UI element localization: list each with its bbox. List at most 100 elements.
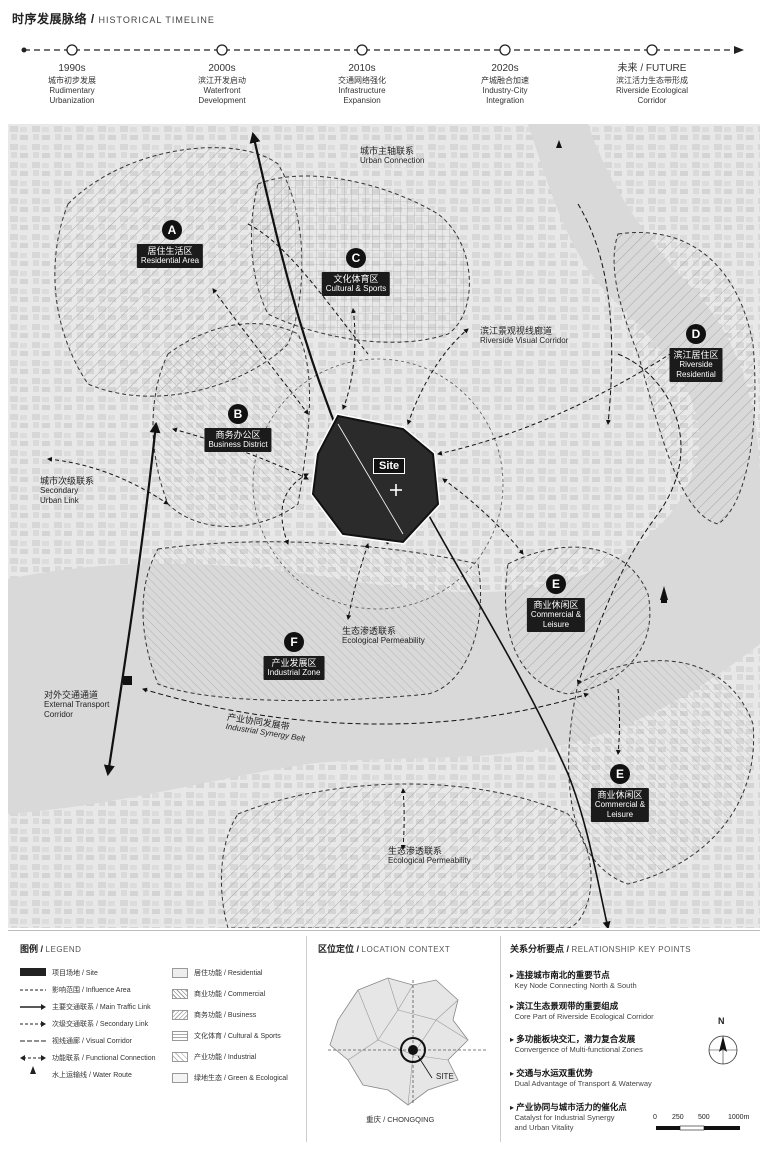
keypoint-en: Dual Advantage of Transport & Waterway <box>514 1079 652 1088</box>
keypoint-en: Core Part of Riverside Ecological Corrid… <box>514 1012 654 1021</box>
legend-panel: 图例 / LEGEND 项目场地 / Site 影响范围 / Influence… <box>20 942 300 1142</box>
annotation-en: Ecological Permeability <box>388 856 471 865</box>
scale-tick-label: 250 <box>672 1114 684 1121</box>
keypoints-title-en: RELATIONSHIP KEY POINTS <box>571 945 692 954</box>
keypoints-title: 关系分析要点 / RELATIONSHIP KEY POINTS <box>510 944 692 954</box>
north-label: N <box>718 1016 725 1026</box>
keypoint-cn: 连接城市南北的重要节点 <box>516 970 610 980</box>
keypoints-panel: 关系分析要点 / RELATIONSHIP KEY POINTS ▸ 连接城市南… <box>510 942 760 1142</box>
zone-e2-marker: E <box>610 764 630 784</box>
keypoint-3: ▸ 多功能板块交汇，潜力复合发展 Convergence of Multi-fu… <box>510 1034 643 1054</box>
keypoint-4: ▸ 交通与水运双重优势 Dual Advantage of Transport … <box>510 1068 652 1088</box>
timeline-en: Corridor <box>637 96 667 105</box>
timeline-year: 2020s <box>491 63 519 74</box>
annotation-en: Secondary <box>40 486 79 495</box>
legend-business: 商务功能 / Business <box>172 1010 256 1021</box>
boat-icon <box>660 586 668 603</box>
keypoint-en: Convergence of Multi-functional Zones <box>514 1045 643 1054</box>
keypoint-2: ▸ 滨江生态景观带的重要组成 Core Part of Riverside Ec… <box>510 1001 654 1021</box>
legend-area-label: 商业功能 / Commercial <box>194 991 266 998</box>
secondary-link <box>47 456 169 505</box>
external-transport-node <box>123 676 132 685</box>
boat-icon <box>30 1066 36 1074</box>
eco-permeability-label-1: 生态渗透联系 Ecological Permeability <box>342 626 425 646</box>
zone-d-en: Riverside <box>679 360 713 369</box>
legend-area-label: 绿地生态 / Green & Ecological <box>194 1075 288 1082</box>
site-location-icon <box>408 1045 418 1055</box>
annotation-cn: 城市次级联系 <box>40 476 95 486</box>
legend-functional: 功能联系 / Functional Connection <box>52 1055 156 1062</box>
timeline-item-1990s: 1990s 城市初步发展 Rudimentary Urbanization <box>12 64 132 106</box>
urban-connection-link <box>247 223 369 355</box>
timeline-year: 2010s <box>348 63 376 74</box>
legend-cultural: 文化体育 / Cultural & Sports <box>172 1031 281 1042</box>
location-title: 区位定位 / LOCATION CONTEXT <box>318 944 451 954</box>
zone-e1-en: Leisure <box>542 620 570 629</box>
external-transport-label: 对外交通通道 External Transport Corridor <box>44 690 109 720</box>
timeline-title: 时序发展脉络 / HISTORICAL TIMELINE <box>12 12 215 26</box>
north-water-route <box>577 203 613 425</box>
zone-b-marker: B <box>228 404 248 424</box>
legend-area-label: 文化体育 / Cultural & Sports <box>194 1033 281 1040</box>
timeline-cn: 交通网络强化 <box>338 76 386 85</box>
link-c-site <box>342 308 357 410</box>
annotation-cn: 生态渗透联系 <box>388 846 443 856</box>
zone-c-en: Cultural & Sports <box>325 284 387 293</box>
keypoint-en: Catalyst for Industrial Synergy <box>514 1113 615 1122</box>
timeline-item-2020s: 2020s 产城融合加速 Industry-City Integration <box>445 64 565 106</box>
zone-d-label: 滨江居住区 Riverside Residential <box>669 348 723 382</box>
zone-b-en: Business District <box>208 440 268 449</box>
annotation-cn: 生态渗透联系 <box>342 626 397 636</box>
keypoint-cn: 产业协同与城市活力的催化点 <box>516 1102 627 1112</box>
urban-connection-label: 城市主轴联系 Urban Connection <box>360 146 424 166</box>
zone-d-en: Residential <box>676 370 716 379</box>
zone-a-marker: A <box>162 220 182 240</box>
zone-e1-en: Commercial & <box>530 610 582 619</box>
keypoint-en: and Urban Vitality <box>514 1123 574 1132</box>
timeline-cn: 城市初步发展 <box>48 76 96 85</box>
zone-e2-cn: 商业休闲区 <box>597 790 643 800</box>
divider <box>8 930 760 931</box>
north-arrow-icon <box>708 1035 738 1065</box>
timeline-title-en: HISTORICAL TIMELINE <box>98 15 215 25</box>
timeline-item-2000s: 2000s 滨江开发启动 Waterfront Development <box>162 64 282 106</box>
zone-b-label: 商务办公区 Business District <box>204 428 272 452</box>
keypoint-5: ▸ 产业协同与城市活力的催化点 Catalyst for Industrial … <box>510 1102 627 1132</box>
zone-c-marker: C <box>346 248 366 268</box>
timeline-en: Waterfront <box>203 86 241 95</box>
zone-a-label: 居住生活区 Residential Area <box>136 244 204 268</box>
zone-a-cn: 居住生活区 <box>147 246 193 256</box>
timeline-year: 未来 / FUTURE <box>617 63 687 74</box>
legend-water-route: 水上运输线 / Water Route <box>52 1072 132 1079</box>
timeline-cn: 产城融合加速 <box>481 76 529 85</box>
annotation-en: Corridor <box>44 710 73 719</box>
scale-tick-label: 0 <box>653 1114 657 1121</box>
zone-c-cn: 文化体育区 <box>333 274 379 284</box>
location-title-cn: 区位定位 <box>318 944 355 954</box>
boat-icon <box>556 140 562 148</box>
visual-corridor-link <box>406 328 469 425</box>
zone-f-cn: 产业发展区 <box>271 658 317 668</box>
timeline-cn: 滨江活力生态带形成 <box>616 76 688 85</box>
legend-title-en: LEGEND <box>45 945 82 954</box>
keypoint-1: ▸ 连接城市南北的重要节点 Key Node Connecting North … <box>510 970 637 990</box>
zone-e1-marker: E <box>546 574 566 594</box>
zone-f-marker: F <box>284 632 304 652</box>
legend-title-cn: 图例 <box>20 944 39 954</box>
link-a-site <box>212 288 309 415</box>
timeline-item-2010s: 2010s 交通网络强化 Infrastructure Expansion <box>302 64 422 106</box>
timeline-node-2010s <box>356 44 368 56</box>
annotation-en: Urban Link <box>40 496 79 505</box>
timeline-title-cn: 时序发展脉络 <box>12 12 88 26</box>
eco-link-1 <box>346 543 370 620</box>
site-area <box>311 414 440 544</box>
timeline-en: Development <box>198 96 246 105</box>
timeline-en: Riverside Ecological <box>615 86 689 95</box>
timeline-en: Rudimentary <box>49 86 95 95</box>
link-b-site <box>172 427 309 480</box>
legend-secondary: 次级交通联系 / Secondary Link <box>52 1021 149 1028</box>
secondary-link-label: 城市次级联系 Secondary Urban Link <box>40 476 94 506</box>
zone-f-label: 产业发展区 Industrial Zone <box>263 656 325 680</box>
timeline-item-future: 未来 / FUTURE 滨江活力生态带形成 Riverside Ecologic… <box>592 64 712 106</box>
timeline-en: Expansion <box>343 96 381 105</box>
